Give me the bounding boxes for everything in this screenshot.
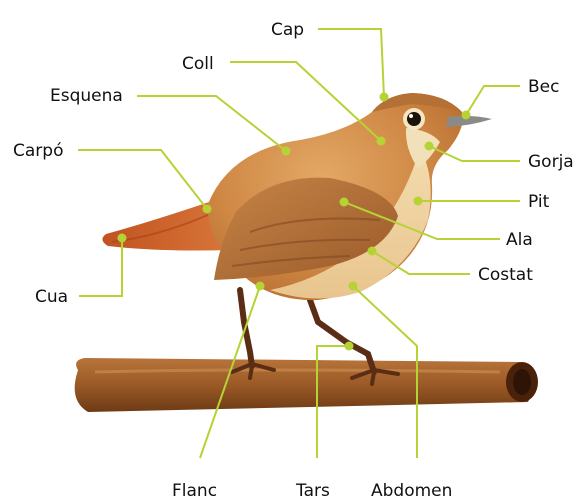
leader-carpo bbox=[78, 150, 207, 209]
dot-carpo bbox=[203, 205, 212, 214]
leader-bec bbox=[466, 86, 520, 115]
dot-coll bbox=[377, 137, 386, 146]
eye bbox=[407, 112, 421, 126]
dot-tars bbox=[345, 342, 354, 351]
label-ala: Ala bbox=[506, 230, 533, 250]
leader-cap bbox=[318, 29, 384, 97]
dot-ala bbox=[340, 198, 349, 207]
dot-costat bbox=[368, 247, 377, 256]
label-tars: Tars bbox=[295, 481, 330, 501]
label-cua: Cua bbox=[35, 287, 68, 307]
dot-pit bbox=[414, 197, 423, 206]
dot-flanc bbox=[256, 282, 265, 291]
label-bec: Bec bbox=[528, 77, 559, 97]
label-flanc: Flanc bbox=[172, 481, 217, 501]
label-costat: Costat bbox=[478, 265, 533, 285]
branch bbox=[75, 358, 538, 412]
dot-esquena bbox=[282, 147, 291, 156]
label-cap: Cap bbox=[271, 20, 304, 40]
dot-bec bbox=[462, 111, 471, 120]
label-gorja: Gorja bbox=[528, 152, 574, 172]
dot-abdomen bbox=[349, 282, 358, 291]
label-abdomen: Abdomen bbox=[371, 481, 452, 501]
dot-gorja bbox=[425, 142, 434, 151]
label-coll: Coll bbox=[182, 54, 214, 74]
label-pit: Pit bbox=[528, 192, 550, 212]
leader-esquena bbox=[137, 96, 286, 151]
dot-cap bbox=[380, 93, 389, 102]
label-carpo: Carpó bbox=[13, 141, 63, 161]
dot-cua bbox=[118, 234, 127, 243]
label-esquena: Esquena bbox=[50, 86, 123, 106]
